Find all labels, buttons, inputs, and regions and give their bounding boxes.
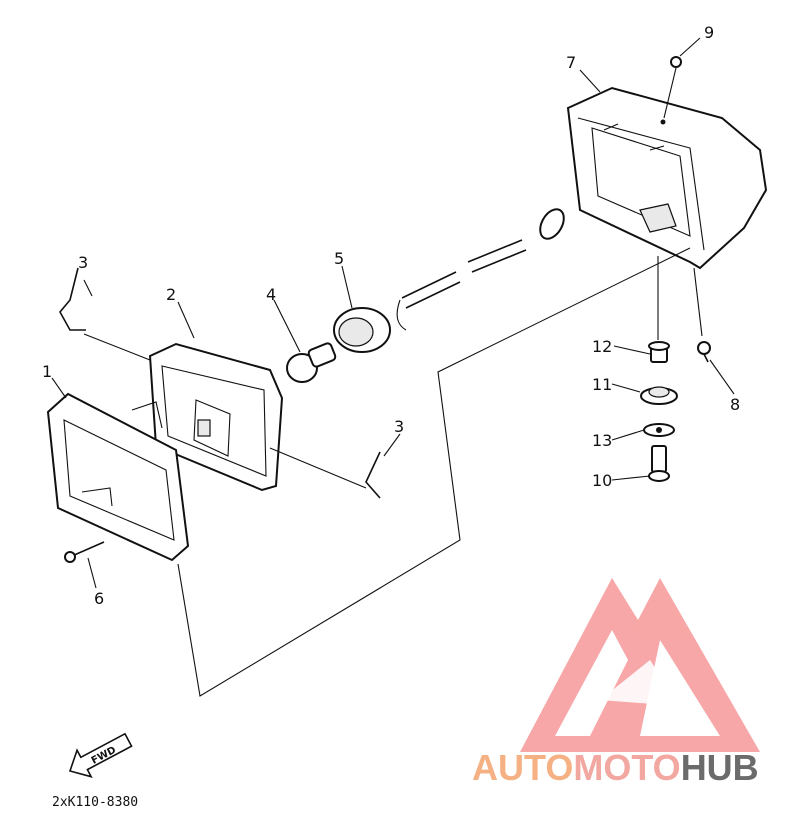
headlight-housing bbox=[566, 86, 768, 270]
diagram-code: 2xK110-8380 bbox=[52, 795, 138, 810]
leader-lines bbox=[51, 37, 735, 697]
callout-6: 6 bbox=[94, 589, 104, 608]
callout-2: 2 bbox=[166, 285, 176, 304]
svg-text:AUTOMOTOHUB: AUTOMOTOHUB bbox=[472, 747, 759, 788]
callout-4: 4 bbox=[266, 285, 276, 304]
wiring bbox=[396, 208, 565, 331]
callout-labels: 1 2 3 3 4 5 6 7 8 9 10 11 12 13 bbox=[42, 23, 740, 608]
bulb-socket bbox=[333, 307, 391, 353]
callout-11: 11 bbox=[592, 375, 612, 394]
watermark-logo bbox=[520, 578, 760, 752]
watermark-text: AUTOMOTOHUB bbox=[472, 747, 759, 788]
fasteners bbox=[59, 267, 381, 563]
watermark-auto: AUTO bbox=[472, 747, 573, 788]
callout-1: 1 bbox=[42, 362, 52, 381]
callout-3-upper: 3 bbox=[78, 253, 88, 272]
callout-12: 12 bbox=[592, 337, 612, 356]
callout-3-lower: 3 bbox=[394, 417, 404, 436]
callout-5: 5 bbox=[334, 249, 344, 268]
callout-9: 9 bbox=[704, 23, 714, 42]
callout-13: 13 bbox=[592, 431, 612, 450]
fwd-arrow-icon: FWD bbox=[68, 732, 133, 778]
callout-8: 8 bbox=[730, 395, 740, 414]
headlight-rim bbox=[46, 392, 190, 562]
watermark-moto: MOTO bbox=[573, 747, 680, 788]
callout-7: 7 bbox=[566, 53, 576, 72]
callout-10: 10 bbox=[592, 471, 612, 490]
watermark-hub: HUB bbox=[681, 747, 759, 788]
bulb bbox=[286, 342, 337, 383]
